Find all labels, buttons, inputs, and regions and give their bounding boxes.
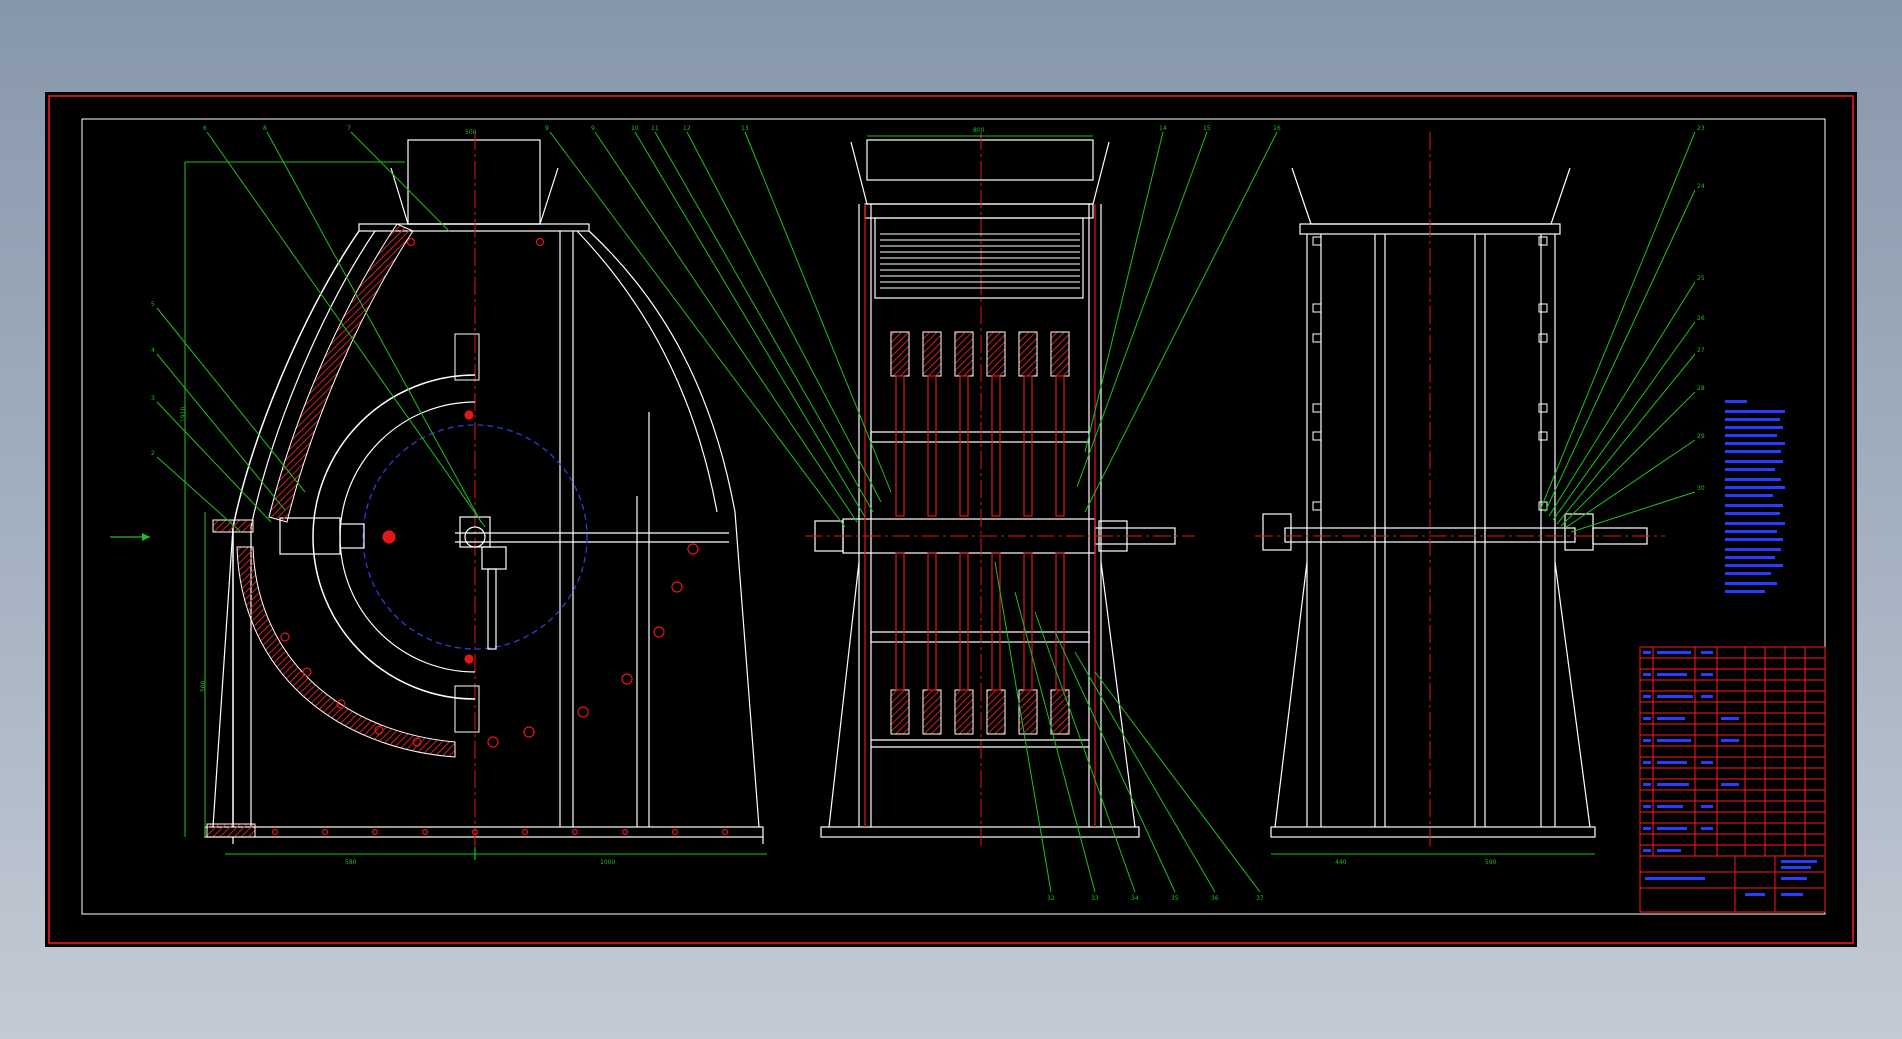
svg-text:500: 500 [465, 129, 477, 136]
svg-text:29: 29 [1697, 433, 1705, 440]
svg-text:10: 10 [631, 125, 639, 132]
technical-notes [1725, 400, 1785, 593]
front-side-slots [454, 333, 480, 733]
svg-text:27: 27 [1697, 347, 1705, 354]
svg-text:9: 9 [591, 125, 595, 132]
svg-text:15: 15 [1203, 125, 1211, 132]
svg-text:590: 590 [1485, 859, 1497, 866]
inner-border [81, 118, 1826, 915]
cad-drawing-sheet[interactable]: 6 8 7 9 9 10 11 12 13 14 15 16 5 4 3 2 2… [45, 92, 1857, 947]
svg-text:30: 30 [1697, 485, 1705, 492]
liner-hatch [206, 223, 456, 838]
svg-text:32: 32 [1047, 895, 1055, 902]
hammer-rods [864, 204, 1096, 827]
svg-text:34: 34 [1131, 895, 1139, 902]
title-block-text [1643, 651, 1817, 896]
title-block [1639, 646, 1826, 913]
svg-text:2: 2 [151, 450, 155, 457]
grate-bars [880, 233, 1080, 289]
svg-text:1910: 1910 [180, 407, 187, 422]
svg-text:440: 440 [1335, 859, 1347, 866]
svg-text:500: 500 [200, 680, 207, 692]
svg-text:5: 5 [151, 301, 155, 308]
callout-numbers: 6 8 7 9 9 10 11 12 13 14 15 16 5 4 3 2 2… [151, 125, 1705, 902]
svg-text:9: 9 [545, 125, 549, 132]
assembly-drawing: 6 8 7 9 9 10 11 12 13 14 15 16 5 4 3 2 2… [48, 95, 1854, 944]
svg-text:16: 16 [1273, 125, 1281, 132]
dimension-texts: 500 580 1000 800 440 590 1910 500 [180, 127, 1497, 866]
svg-text:25: 25 [1697, 275, 1705, 282]
outer-border [48, 95, 1854, 944]
svg-text:8: 8 [263, 125, 267, 132]
svg-text:1000: 1000 [600, 859, 615, 866]
svg-text:33: 33 [1091, 895, 1099, 902]
front-view [110, 132, 767, 860]
svg-text:6: 6 [203, 125, 207, 132]
hammers [890, 331, 1070, 735]
svg-text:35: 35 [1171, 895, 1179, 902]
svg-text:37: 37 [1256, 895, 1264, 902]
svg-text:580: 580 [345, 859, 357, 866]
svg-text:26: 26 [1697, 315, 1705, 322]
svg-text:23: 23 [1697, 125, 1705, 132]
side-bolts [1312, 236, 1548, 511]
side-view [1255, 132, 1665, 855]
svg-text:3: 3 [151, 395, 155, 402]
svg-text:800: 800 [973, 127, 985, 134]
svg-text:24: 24 [1697, 183, 1705, 190]
svg-text:13: 13 [741, 125, 749, 132]
svg-text:14: 14 [1159, 125, 1167, 132]
svg-text:4: 4 [151, 347, 155, 354]
section-view [805, 132, 1195, 847]
svg-text:28: 28 [1697, 385, 1705, 392]
svg-text:36: 36 [1211, 895, 1219, 902]
svg-text:11: 11 [651, 125, 659, 132]
svg-text:12: 12 [683, 125, 691, 132]
svg-text:7: 7 [347, 125, 351, 132]
leader-lines [156, 131, 1696, 893]
front-bolts [271, 237, 729, 836]
